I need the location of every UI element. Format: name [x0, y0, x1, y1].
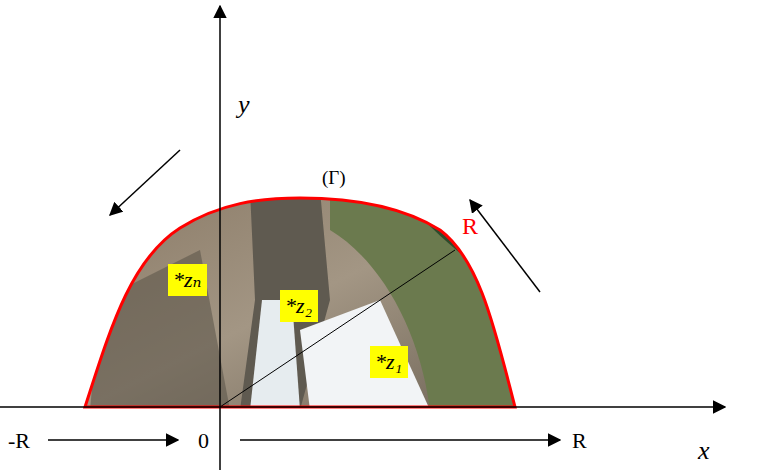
direction-arrow — [240, 439, 560, 441]
contour-gamma — [85, 198, 515, 407]
point-label: *z₂ — [285, 295, 313, 317]
point-label: *z₁ — [375, 351, 403, 373]
point-label: *zₙ — [173, 269, 202, 291]
radius-label: R — [462, 214, 478, 238]
point-marker-box: *z₂ — [280, 290, 318, 322]
bound-label: -R — [8, 430, 30, 452]
y-axis — [219, 6, 221, 470]
origin-label: 0 — [198, 430, 209, 452]
direction-arrow — [48, 439, 178, 441]
direction-arrow — [110, 150, 180, 215]
point-marker-box: *z₁ — [370, 346, 408, 378]
radius-line — [220, 250, 455, 407]
x-axis — [0, 406, 725, 408]
bound-label: R — [572, 430, 587, 452]
contour-label: (Γ) — [322, 168, 346, 187]
axis-label: y — [238, 92, 250, 118]
waterfall-picture — [80, 190, 520, 410]
axis-label: x — [698, 438, 710, 464]
point-marker-box: *zₙ — [168, 264, 207, 296]
direction-arrow — [470, 200, 540, 292]
